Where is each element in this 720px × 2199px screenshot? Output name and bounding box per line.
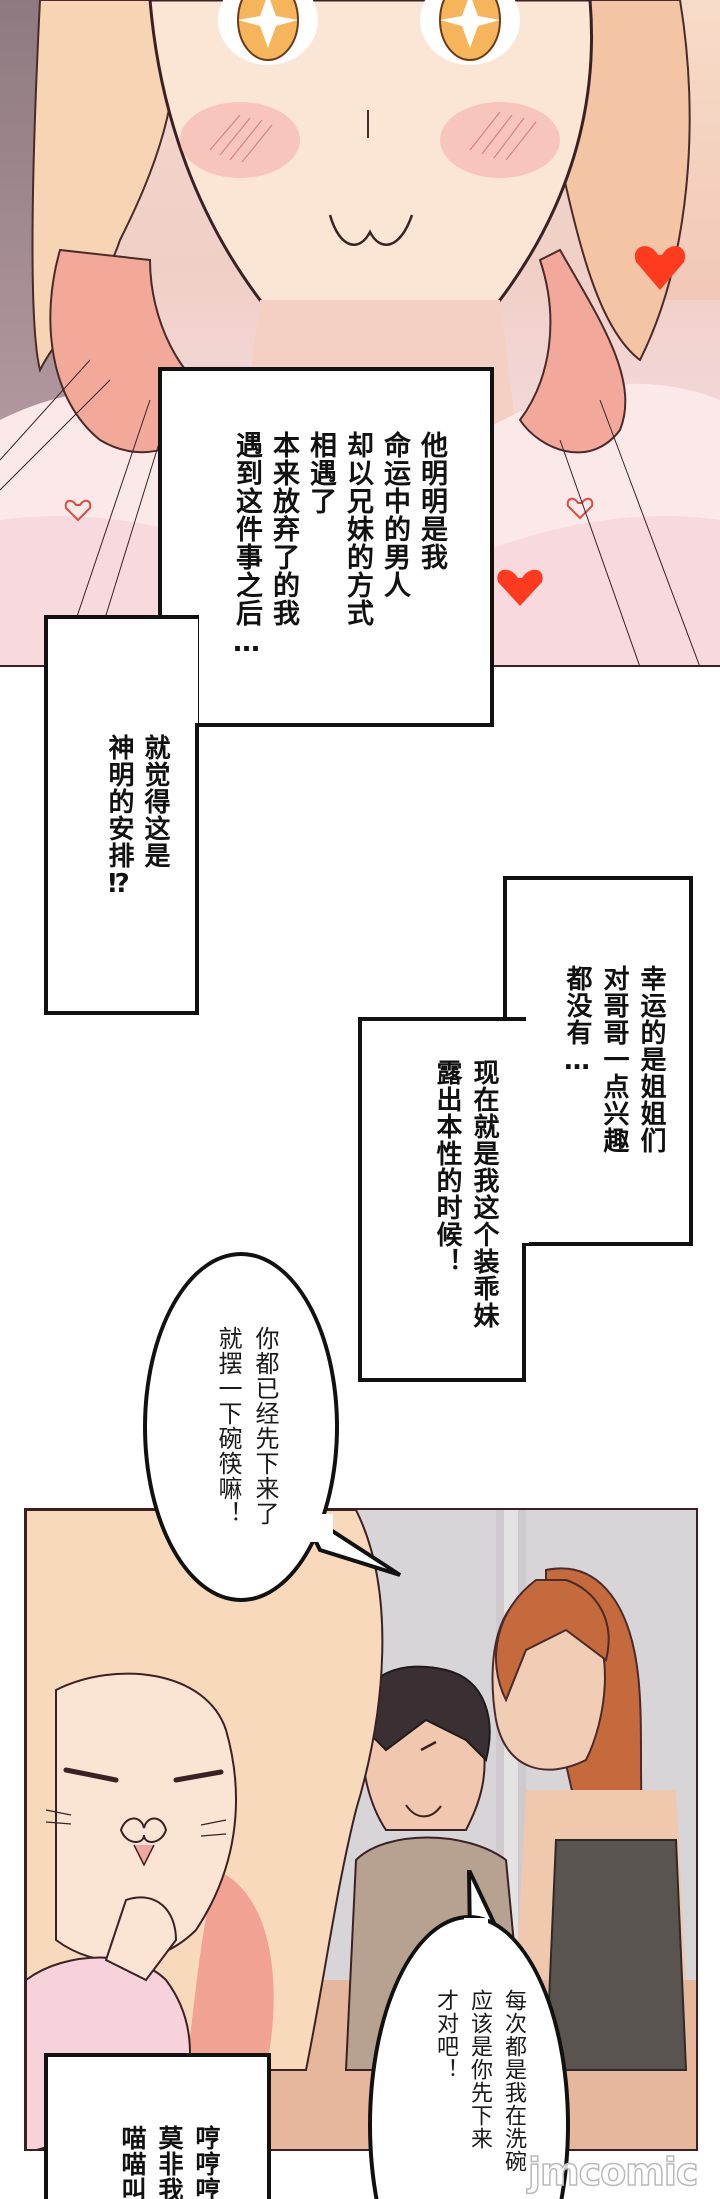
- caption-box-4: 现在就是我这个装乖妹 露出本性的时候！: [358, 1017, 526, 1382]
- caption-2-text: 就觉得这是 神明的安排⁉: [101, 734, 173, 904]
- bubble-2-tail-join: [464, 1918, 488, 1938]
- caption-merge-fill-3: [507, 1021, 529, 1243]
- caption-5-text: 哼哼哼 莫非我 喵喵叫: [114, 2125, 225, 2199]
- bubble-1-tail-join: [303, 1514, 333, 1542]
- caption-box-5: 哼哼哼 莫非我 喵喵叫: [44, 2053, 271, 2199]
- caption-merge-fill-2: [162, 619, 198, 723]
- family-scene-illustration: [26, 1510, 696, 2149]
- caption-1-col-2: 命运中的男人: [379, 431, 410, 599]
- caption-2-col-2: 神明的安排⁉: [104, 734, 134, 900]
- caption-4-text: 现在就是我这个装乖妹 露出本性的时候！: [428, 1059, 502, 1329]
- caption-box-1: 他明明是我 命运中的男人 却以兄妹的方式 相遇了 本来放弃了的我 遇到这件事之后…: [158, 367, 494, 727]
- caption-1-col-4: 相遇了: [305, 431, 336, 515]
- panel-bottom-scene: [24, 1508, 698, 2151]
- caption-1-col-6: 遇到这件事之后…: [231, 431, 262, 659]
- caption-4-col-2: 露出本性的时候！: [432, 1059, 462, 1275]
- caption-3-col-3: 都没有…: [562, 965, 592, 1077]
- bubble-2-col-3: 才对吧！: [433, 1989, 458, 2081]
- bubble-2-col-1: 每次都是我在洗碗: [501, 1989, 526, 2173]
- caption-5-col-3: 喵喵叫: [118, 2125, 147, 2199]
- bubble-2-col-2: 应该是你先下来: [467, 1989, 492, 2150]
- speech-bubble-1: 你都已经先下来了 就摆一下碗筷嘛！: [143, 1252, 339, 1602]
- bubble-1-col-2: 就摆一下碗筷嘛！: [214, 1326, 242, 1526]
- bubble-1-col-1: 你都已经先下来了: [251, 1326, 279, 1526]
- caption-5-col-1: 哼哼哼: [192, 2125, 221, 2199]
- caption-3-col-2: 对哥哥一点兴趣: [599, 965, 629, 1154]
- caption-box-3: 幸运的是姐姐们 对哥哥一点兴趣 都没有…: [503, 876, 693, 1246]
- caption-1-text: 他明明是我 命运中的男人 却以兄妹的方式 相遇了 本来放弃了的我 遇到这件事之后…: [228, 431, 450, 691]
- caption-3-col-1: 幸运的是姐姐们: [636, 965, 666, 1154]
- caption-2-col-1: 就觉得这是: [140, 734, 170, 869]
- bubble-2-text: 每次都是我在洗碗 应该是你先下来 才对吧！: [428, 1989, 530, 2199]
- caption-1-col-5: 本来放弃了的我: [268, 431, 299, 627]
- caption-4-col-1: 现在就是我这个装乖妹: [469, 1059, 499, 1329]
- caption-1-col-3: 却以兄妹的方式: [342, 431, 373, 627]
- caption-3-text: 幸运的是姐姐们 对哥哥一点兴趣 都没有…: [558, 965, 669, 1205]
- watermark-logo: jmcomic: [527, 2149, 699, 2195]
- caption-5-col-2: 莫非我: [155, 2125, 184, 2199]
- caption-1-col-1: 他明明是我: [416, 431, 447, 571]
- bubble-1-text: 你都已经先下来了 就摆一下碗筷嘛！: [209, 1326, 283, 1556]
